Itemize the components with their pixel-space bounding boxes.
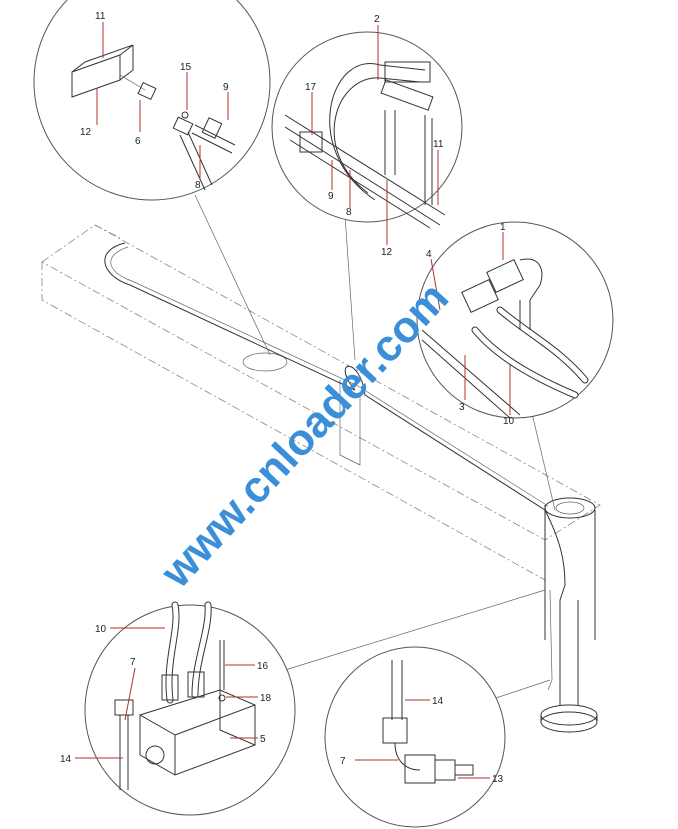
detail-circle-bottom-left: [84, 601, 296, 816]
callout-label: 14: [60, 754, 72, 765]
callout-label: 7: [340, 756, 346, 767]
callout-label: 15: [180, 62, 192, 73]
callout-label: 2: [374, 14, 380, 25]
detail-circle-bottom-right: [324, 646, 506, 828]
callout-label: 9: [328, 191, 334, 202]
callout-label: 13: [492, 774, 504, 785]
callout-label: 9: [223, 82, 229, 93]
callout-label: 17: [305, 82, 317, 93]
callout-label: 8: [346, 207, 352, 218]
callout-label: 12: [80, 127, 92, 138]
hose-line: [104, 242, 566, 601]
callout-label: 7: [130, 657, 136, 668]
callout-label: 1: [500, 222, 506, 233]
callout-label: 14: [432, 696, 444, 707]
watermark: www.cnloader.com: [151, 273, 458, 597]
callout-label: 16: [257, 661, 269, 672]
callout-label: 11: [433, 139, 444, 150]
callout-label: 12: [381, 247, 393, 258]
callout-label: 10: [95, 624, 107, 635]
callout-label: 8: [195, 180, 201, 191]
boom: [41, 224, 601, 581]
callout-label: 3: [459, 402, 465, 413]
callout-label: 10: [503, 416, 515, 427]
detail-circle-right: [416, 221, 614, 419]
callout-label: 18: [260, 693, 272, 704]
callout-label: 11: [95, 11, 106, 22]
callout-label: 5: [260, 734, 266, 745]
column: [540, 497, 598, 733]
callout-label: 4: [426, 249, 432, 260]
callout-labels: 11 15 9 12 6 8 2 17 11 9 8 12 1 4 3 10 1…: [60, 11, 515, 785]
callout-label: 6: [135, 136, 141, 147]
detail-circle-top-left: [33, 0, 271, 201]
detail-circle-top: [271, 31, 463, 229]
